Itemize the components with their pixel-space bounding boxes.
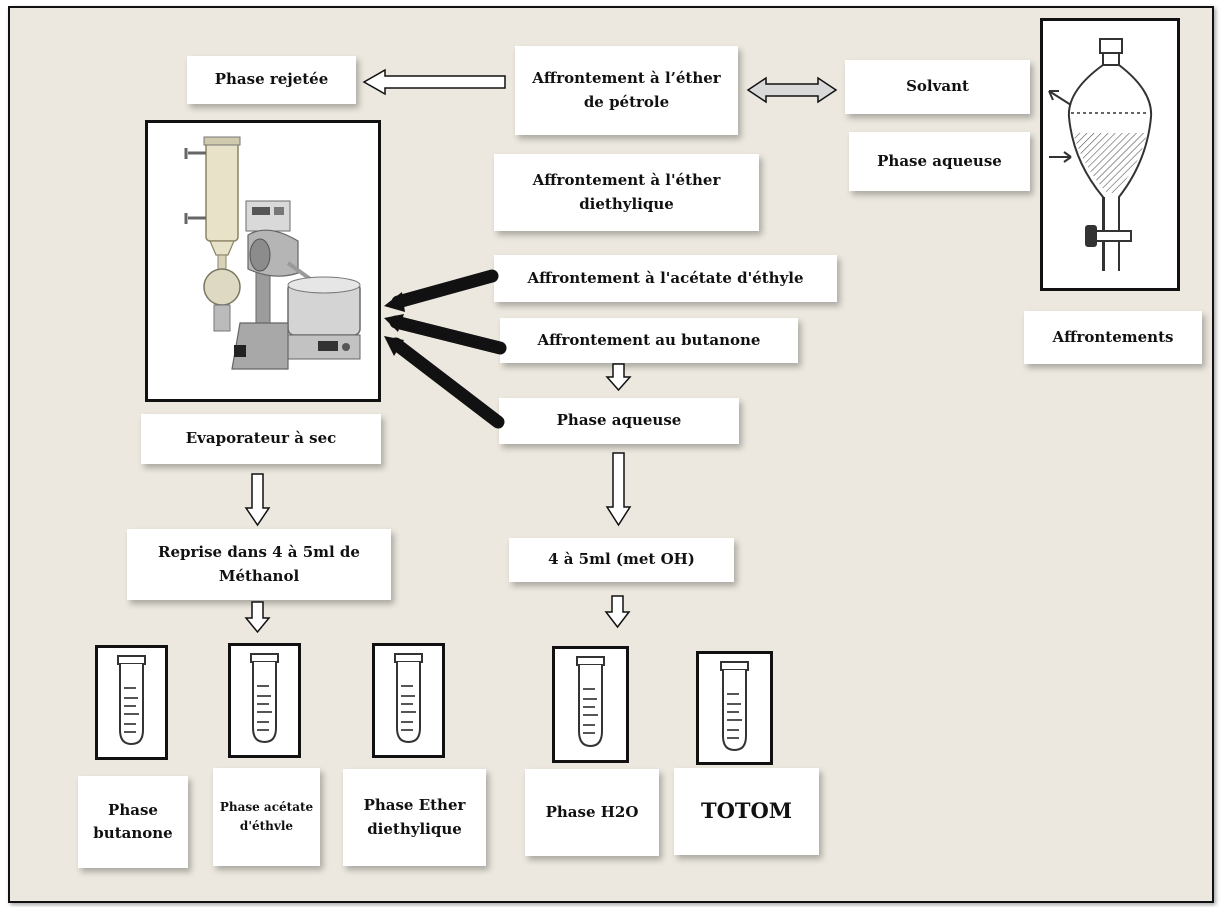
box-phase-h2o: Phase H2O [525, 769, 659, 856]
rotary-evaporator-icon [148, 123, 378, 399]
label-phase-rejetee: Phase rejetée [215, 68, 329, 91]
test-tube-icon [231, 646, 298, 755]
box-phase-butanone: Phase butanone [78, 776, 188, 868]
test-tube-icon [699, 654, 770, 762]
label-reprise: Reprise dans 4 à 5ml de Méthanol [133, 541, 385, 588]
box-affrontement-butanone: Affrontement au butanone [500, 318, 798, 363]
box-phase-rejetee: Phase rejetée [187, 56, 356, 104]
box-phase-acetate: Phase acétate d'éthvle [213, 768, 320, 866]
label-phase-aqueuse-top: Phase aqueuse [877, 150, 1002, 173]
label-affrontement-ether-diethylique: Affrontement à l'éther diethylique [500, 169, 753, 216]
label-phase-ether-diethylique: Phase Ether diethylique [349, 794, 480, 841]
tube-totom [696, 651, 773, 765]
separatory-funnel-icon [1043, 21, 1177, 288]
tube-butanone [95, 645, 168, 760]
label-totom: TOTOM [701, 795, 792, 828]
tube-acetate [228, 643, 301, 758]
label-met-oh: 4 à 5ml (met OH) [548, 548, 695, 571]
label-phase-h2o: Phase H2O [546, 801, 639, 824]
label-affrontements: Affrontements [1053, 326, 1174, 349]
label-affrontement-ether-petrole: Affrontement à l’éther de pétrole [521, 67, 732, 114]
box-reprise: Reprise dans 4 à 5ml de Méthanol [127, 529, 391, 600]
box-phase-aqueuse-top: Phase aqueuse [849, 132, 1030, 191]
funnel-picture [1040, 18, 1180, 291]
box-affrontements: Affrontements [1024, 311, 1202, 364]
box-affrontement-acetate: Affrontement à l'acétate d'éthyle [494, 255, 837, 302]
box-affrontement-ether-diethylique: Affrontement à l'éther diethylique [494, 154, 759, 231]
box-solvant: Solvant [845, 60, 1030, 114]
box-phase-aqueuse-mid: Phase aqueuse [499, 398, 739, 444]
test-tube-icon [555, 649, 626, 760]
box-evaporateur: Evaporateur à sec [141, 414, 381, 464]
label-phase-aqueuse-mid: Phase aqueuse [557, 409, 682, 432]
box-phase-ether-diethylique: Phase Ether diethylique [343, 769, 486, 866]
box-totom: TOTOM [674, 768, 819, 855]
label-phase-butanone: Phase butanone [84, 799, 182, 846]
test-tube-icon [98, 648, 165, 757]
box-met-oh: 4 à 5ml (met OH) [509, 538, 734, 582]
tube-h2o [552, 646, 629, 763]
test-tube-icon [375, 646, 442, 755]
tube-ether [372, 643, 445, 758]
evaporator-picture [145, 120, 381, 402]
label-affrontement-butanone: Affrontement au butanone [538, 329, 761, 352]
label-affrontement-acetate: Affrontement à l'acétate d'éthyle [527, 267, 803, 290]
box-affrontement-ether-petrole: Affrontement à l’éther de pétrole [515, 46, 738, 135]
label-solvant: Solvant [906, 75, 969, 98]
label-phase-acetate: Phase acétate d'éthvle [219, 798, 314, 836]
label-evaporateur: Evaporateur à sec [186, 427, 337, 450]
